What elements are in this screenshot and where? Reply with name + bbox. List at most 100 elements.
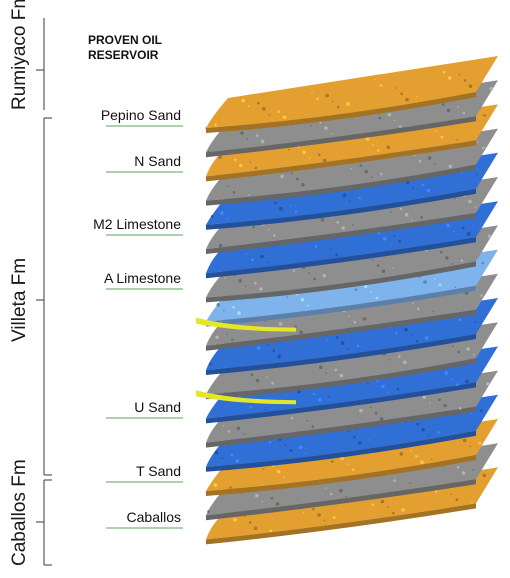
relief-speckle xyxy=(274,201,277,205)
relief-speckle xyxy=(399,207,403,211)
relief-speckle xyxy=(214,123,217,127)
slice-top-face xyxy=(206,56,498,128)
slice-front-edge xyxy=(206,213,476,254)
relief-speckle xyxy=(347,348,350,350)
horizon-label-caballos: Caballos xyxy=(127,509,181,525)
relief-speckle xyxy=(429,402,431,404)
relief-speckle xyxy=(451,378,453,380)
relief-speckle xyxy=(236,426,241,431)
relief-speckle xyxy=(214,450,219,455)
relief-speckle xyxy=(269,529,273,533)
relief-speckle xyxy=(332,516,336,519)
relief-speckle xyxy=(398,355,401,358)
relief-speckle xyxy=(227,430,231,433)
yellow-fringe xyxy=(196,317,296,332)
relief-speckle xyxy=(286,296,289,299)
relief-speckle xyxy=(405,97,409,102)
relief-speckle xyxy=(248,521,252,524)
relief-speckle xyxy=(359,164,363,167)
relief-speckle xyxy=(278,322,283,326)
relief-speckle xyxy=(345,495,348,498)
relief-speckle xyxy=(323,158,327,163)
relief-speckle xyxy=(213,483,218,487)
relief-speckle xyxy=(273,234,276,237)
relief-speckle xyxy=(404,328,408,332)
relief-speckle xyxy=(261,500,264,503)
relief-speckle xyxy=(319,365,323,370)
relief-speckle xyxy=(317,513,321,517)
relief-speckle xyxy=(232,191,236,194)
relief-speckle xyxy=(349,200,351,203)
slice-front-edge xyxy=(206,455,476,496)
slice-front-edge xyxy=(206,503,476,545)
relief-speckle xyxy=(353,436,356,439)
relief-speckle xyxy=(387,113,392,117)
slice-front-edge xyxy=(206,92,476,133)
relief-speckle xyxy=(468,84,473,88)
relief-speckle xyxy=(432,310,435,313)
relief-speckle xyxy=(352,224,354,226)
relief-speckle xyxy=(418,159,422,163)
relief-speckle xyxy=(434,490,438,493)
relief-speckle xyxy=(341,226,346,230)
relief-speckle xyxy=(323,519,326,522)
relief-speckle xyxy=(208,150,210,153)
relief-speckle xyxy=(458,318,462,322)
relief-speckle xyxy=(457,106,460,108)
slice-front-edge xyxy=(206,309,476,351)
relief-speckle xyxy=(299,330,304,335)
relief-speckle xyxy=(240,131,244,135)
relief-speckle xyxy=(248,194,250,196)
relief-speckle xyxy=(482,473,487,478)
relief-speckle xyxy=(308,157,311,159)
relief-speckle xyxy=(249,406,252,409)
relief-speckle xyxy=(335,336,339,339)
relief-speckle xyxy=(262,468,265,470)
relief-speckle xyxy=(269,441,272,444)
relief-speckle xyxy=(235,458,239,463)
relief-speckle xyxy=(270,497,274,500)
horizon-labels: Pepino Sand N Sand M2 Limestone A Limest… xyxy=(93,107,183,529)
relief-speckle xyxy=(364,169,369,174)
relief-speckle xyxy=(358,196,361,200)
relief-speckle xyxy=(371,259,374,261)
relief-speckle xyxy=(458,406,462,410)
relief-speckle xyxy=(336,105,340,109)
relief-speckle xyxy=(363,284,368,289)
relief-speckle xyxy=(369,406,372,409)
relief-speckle xyxy=(220,211,224,215)
horizon-label-pepino-sand: Pepino Sand xyxy=(101,107,181,123)
relief-speckle xyxy=(403,360,407,365)
title-line-1: PROVEN OIL xyxy=(88,33,162,47)
relief-speckle xyxy=(422,395,427,400)
relief-speckle xyxy=(443,403,447,408)
relief-speckle xyxy=(256,346,261,350)
relief-speckle xyxy=(313,277,316,281)
relief-speckle xyxy=(474,321,476,324)
relief-speckle xyxy=(446,223,450,228)
relief-speckle xyxy=(243,433,245,435)
relief-speckle xyxy=(289,449,293,452)
relief-speckle xyxy=(227,185,230,188)
slice-front-edge xyxy=(206,406,476,448)
relief-speckle xyxy=(388,358,391,361)
relief-speckle xyxy=(255,378,260,383)
relief-speckle xyxy=(395,87,397,89)
relief-speckle xyxy=(377,231,381,235)
relief-speckle xyxy=(396,387,400,391)
slice-front-edge xyxy=(206,358,476,400)
relief-speckle xyxy=(479,409,483,412)
relief-speckle xyxy=(374,411,378,415)
relief-speckle xyxy=(268,113,271,116)
relief-speckle xyxy=(456,466,460,469)
surface-slice-orange xyxy=(205,56,498,133)
relief-speckle xyxy=(380,499,385,504)
relief-speckle xyxy=(411,219,413,222)
relief-speckle xyxy=(423,280,427,284)
relief-speckle xyxy=(362,317,367,321)
relief-speckle xyxy=(367,383,369,385)
relief-speckle xyxy=(471,501,473,504)
relief-speckle xyxy=(475,173,478,176)
relief-speckle xyxy=(288,148,290,151)
relief-speckle xyxy=(253,526,258,530)
